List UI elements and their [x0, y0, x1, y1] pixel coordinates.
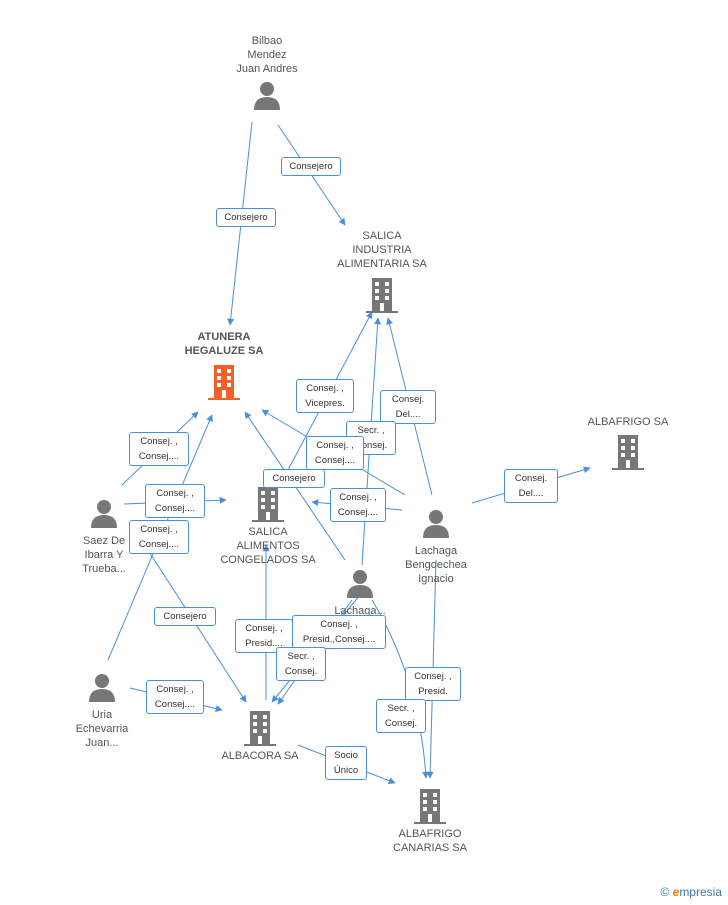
node-label: Lachaga Bengoechea Ignacio [405, 545, 467, 585]
node-saez[interactable]: Saez De Ibarra Y Trueba... [62, 498, 146, 576]
node-label: ALBAFRIGO SA [587, 416, 669, 428]
edge-label[interactable]: Consejero [154, 607, 216, 626]
node-lachaga-b[interactable]: Lachaga Bengoechea Ignacio [388, 508, 484, 586]
edge-label[interactable]: Consej. , Presid.,Consej.... [292, 615, 386, 649]
edge-label[interactable]: Secr. , Consej. [276, 647, 326, 681]
person-icon [89, 674, 115, 702]
node-label: Lachaga... [334, 605, 386, 617]
edge-label[interactable]: Consej. , Vicepres. [296, 379, 354, 413]
node-uria[interactable]: Uria Echevarria Juan... [60, 672, 144, 750]
node-label: ALBAFRIGO CANARIAS SA [393, 828, 467, 854]
brand-footer[interactable]: © empresia [660, 885, 722, 899]
edge-label[interactable]: Consejero [281, 157, 341, 176]
edge-label[interactable]: Consejero [216, 208, 276, 227]
node-label: Uria Echevarria Juan... [75, 709, 129, 749]
node-label: SALICA INDUSTRIA ALIMENTARIA SA [337, 230, 427, 270]
edge-label[interactable]: Socio Único [325, 746, 367, 780]
edge-label[interactable]: Consej. , Presid. [405, 667, 461, 701]
building-icon [252, 487, 284, 522]
brand-logo-e: e [672, 885, 680, 899]
edge-label[interactable]: Consej. , Consej.... [330, 488, 386, 522]
edge-label[interactable]: Consej. , Consej.... [146, 680, 204, 714]
node-label: ATUNERA HEGALUZE SA [184, 331, 264, 357]
edge-label[interactable]: Consej. , Consej.... [129, 520, 189, 554]
edge-label[interactable]: Consej. , Consej.... [306, 436, 364, 470]
building-icon [208, 365, 240, 400]
node-albacora[interactable]: ALBACORA SA [208, 710, 312, 763]
building-icon [244, 711, 276, 746]
edge-label[interactable]: Consej. Del.... [380, 390, 436, 424]
node-salica-ind[interactable]: SALICA INDUSTRIA ALIMENTARIA SA [322, 229, 442, 313]
node-atunera[interactable]: ATUNERA HEGALUZE SA [168, 330, 280, 400]
copyright-symbol: © [660, 885, 670, 899]
brand-name: mpresia [679, 885, 722, 899]
node-label: SALICA ALIMENTOS CONGELADOS SA [220, 526, 316, 566]
node-salica-alim[interactable]: SALICA ALIMENTOS CONGELADOS SA [212, 486, 324, 567]
node-albafrigo-canarias[interactable]: ALBAFRIGO CANARIAS SA [378, 788, 482, 855]
person-icon [91, 500, 117, 528]
building-icon [366, 278, 398, 313]
person-icon [347, 570, 373, 598]
person-icon [423, 510, 449, 538]
node-label: Bilbao Mendez Juan Andres [236, 35, 298, 75]
edge-label[interactable]: Consej. , Consej.... [145, 484, 205, 518]
node-label: ALBACORA SA [221, 750, 299, 762]
node-albafrigo[interactable]: ALBAFRIGO SA [580, 415, 676, 470]
edge-label[interactable]: Consej. Del.... [504, 469, 558, 503]
person-icon [254, 82, 280, 110]
node-bilbao[interactable]: Bilbao Mendez Juan Andres [212, 34, 322, 110]
building-icon [414, 789, 446, 824]
building-icon [612, 435, 644, 470]
node-label: Saez De Ibarra Y Trueba... [82, 535, 126, 575]
node-lachaga-2[interactable]: Lachaga... [318, 568, 402, 618]
edge-label[interactable]: Secr. , Consej. [376, 699, 426, 733]
edge-label[interactable]: Consej. , Consej.... [129, 432, 189, 466]
edge-label[interactable]: Consejero [263, 469, 325, 488]
